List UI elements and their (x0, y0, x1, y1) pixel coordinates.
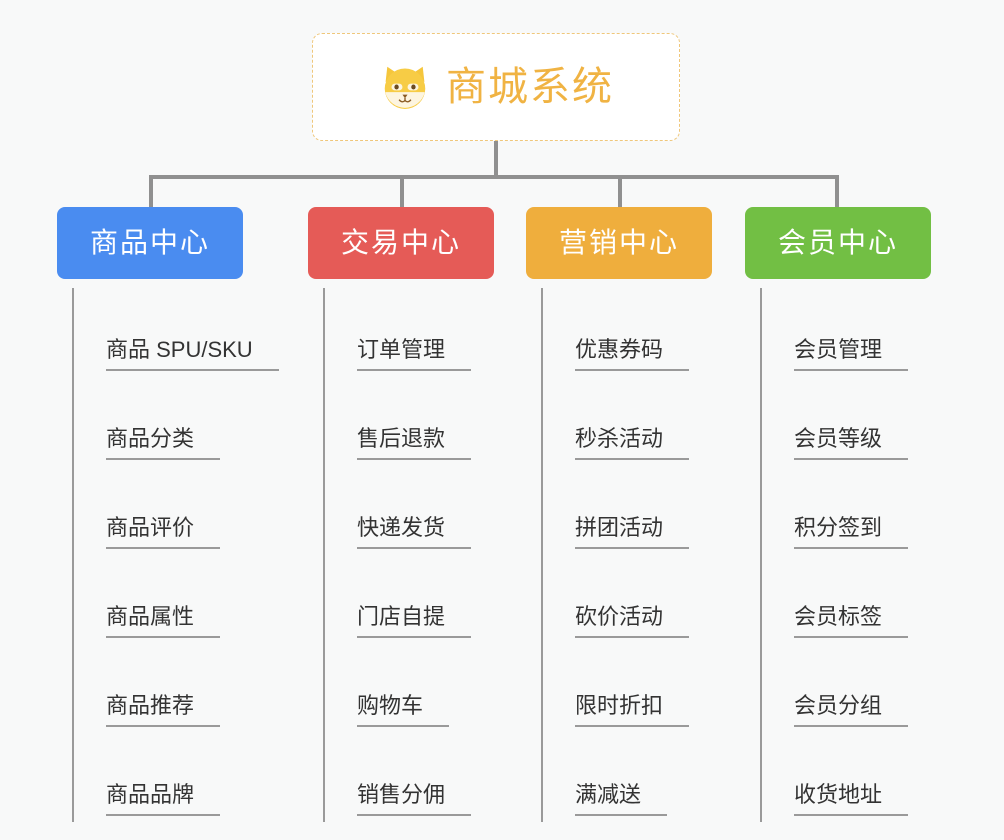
leaf-item[interactable]: 商品推荐 (74, 644, 262, 733)
category-box-marketing-center[interactable]: 营销中心 (526, 207, 712, 279)
category-box-trade-center[interactable]: 交易中心 (308, 207, 494, 279)
category-label-marketing-center: 营销中心 (558, 227, 679, 258)
leaf-item[interactable]: 优惠券码 (543, 288, 731, 377)
leaf-item[interactable]: 砍价活动 (543, 555, 731, 644)
root-node-title: 商城系统 (446, 65, 614, 109)
leaf-item-label: 收货地址 (794, 782, 909, 816)
leaf-item[interactable]: 会员标签 (762, 555, 950, 644)
leaf-item[interactable]: 会员分组 (762, 644, 950, 733)
leaf-item-label: 商品属性 (106, 604, 221, 638)
category-label-trade-center: 交易中心 (340, 227, 461, 258)
leaf-item[interactable]: 商品属性 (74, 555, 262, 644)
leaf-item-label: 售后退款 (357, 426, 472, 460)
leaf-item[interactable]: 商品评价 (74, 466, 262, 555)
leaf-item-label: 购物车 (357, 693, 450, 727)
leaf-item-label: 销售分佣 (357, 782, 472, 816)
leaf-item[interactable]: 销售分佣 (325, 733, 513, 822)
leaf-item-label: 会员标签 (794, 604, 909, 638)
leaf-column-member-center: 会员管理 会员等级 积分签到 会员标签 会员分组 收货地址 (760, 288, 950, 822)
category-box-member-center[interactable]: 会员中心 (745, 207, 931, 279)
leaf-column-product-center: 商品 SPU/SKU 商品分类 商品评价 商品属性 商品推荐 商品品牌 (72, 288, 279, 822)
leaf-item-label: 门店自提 (357, 604, 472, 638)
leaf-item[interactable]: 商品 SPU/SKU (74, 288, 279, 377)
leaf-item-label: 会员管理 (794, 337, 909, 371)
leaf-item-label: 商品分类 (106, 426, 221, 460)
leaf-item[interactable]: 积分签到 (762, 466, 950, 555)
category-box-product-center[interactable]: 商品中心 (57, 207, 243, 279)
leaf-item-label: 满减送 (575, 782, 668, 816)
connector-horizontal-bus (149, 175, 837, 179)
category-label-member-center: 会员中心 (777, 227, 898, 258)
leaf-item-label: 快递发货 (357, 515, 472, 549)
leaf-item[interactable]: 秒杀活动 (543, 377, 731, 466)
leaf-item-label: 砍价活动 (575, 604, 690, 638)
leaf-item[interactable]: 商品分类 (74, 377, 262, 466)
connector-drop-member-center (835, 175, 839, 207)
leaf-item[interactable]: 门店自提 (325, 555, 513, 644)
leaf-item-label: 限时折扣 (575, 693, 690, 727)
leaf-item[interactable]: 会员等级 (762, 377, 950, 466)
leaf-item[interactable]: 会员管理 (762, 288, 950, 377)
leaf-column-trade-center: 订单管理 售后退款 快递发货 门店自提 购物车 销售分佣 (323, 288, 513, 822)
leaf-item-label: 商品品牌 (106, 782, 221, 816)
leaf-item-label: 商品推荐 (106, 693, 221, 727)
leaf-item[interactable]: 快递发货 (325, 466, 513, 555)
leaf-item-label: 商品评价 (106, 515, 221, 549)
leaf-item-label: 秒杀活动 (575, 426, 690, 460)
leaf-item-label: 商品 SPU/SKU (106, 337, 279, 371)
leaf-item-label: 会员分组 (794, 693, 909, 727)
leaf-item[interactable]: 限时折扣 (543, 644, 731, 733)
leaf-item-label: 积分签到 (794, 515, 909, 549)
root-node-mall-system[interactable]: 商城系统 (312, 33, 680, 141)
connector-drop-marketing-center (618, 175, 622, 207)
leaf-item[interactable]: 订单管理 (325, 288, 513, 377)
leaf-item[interactable]: 售后退款 (325, 377, 513, 466)
leaf-item[interactable]: 收货地址 (762, 733, 950, 822)
leaf-item-label: 会员等级 (794, 426, 909, 460)
leaf-item[interactable]: 拼团活动 (543, 466, 731, 555)
connector-drop-trade-center (400, 175, 404, 207)
leaf-item-label: 拼团活动 (575, 515, 690, 549)
shiba-dog-face-icon (384, 66, 426, 109)
leaf-item[interactable]: 商品品牌 (74, 733, 262, 822)
leaf-item-label: 优惠券码 (575, 337, 690, 371)
leaf-item[interactable]: 购物车 (325, 644, 513, 733)
leaf-item[interactable]: 满减送 (543, 733, 731, 822)
leaf-column-marketing-center: 优惠券码 秒杀活动 拼团活动 砍价活动 限时折扣 满减送 (541, 288, 731, 822)
leaf-item-label: 订单管理 (357, 337, 472, 371)
category-label-product-center: 商品中心 (89, 227, 210, 258)
connector-drop-product-center (149, 175, 153, 207)
connector-root-stem (494, 141, 498, 177)
